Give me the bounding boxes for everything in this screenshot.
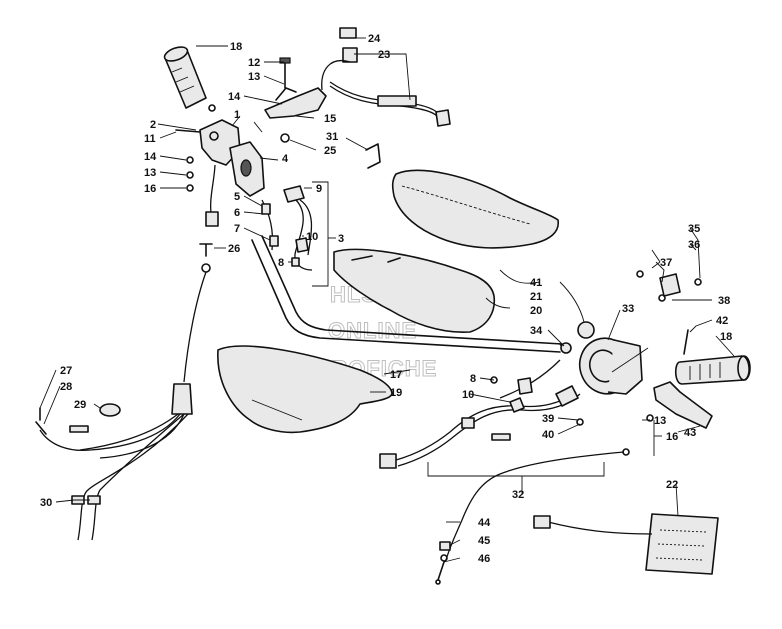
callout-16-right: 16 — [666, 431, 678, 443]
brackets — [253, 121, 661, 477]
callout-44: 44 — [478, 517, 491, 529]
callout-31: 31 — [326, 131, 338, 143]
switch-housing — [229, 141, 265, 197]
callout-20: 20 — [530, 305, 542, 317]
left-hardware — [175, 104, 381, 192]
left-control-housing — [199, 57, 327, 166]
callout-7: 7 — [234, 223, 240, 235]
callout-4: 4 — [282, 153, 289, 165]
heater-element — [533, 513, 719, 575]
callout-45: 45 — [478, 535, 490, 547]
callout-43: 43 — [684, 427, 696, 439]
callout-30: 30 — [40, 497, 52, 509]
callout-11: 11 — [144, 133, 156, 145]
callout-46: 46 — [478, 553, 490, 565]
callout-27: 27 — [60, 365, 72, 377]
callout-34: 34 — [530, 325, 543, 337]
callout-18-right-grip: 18 — [720, 331, 732, 343]
callout-8-right: 8 — [470, 373, 476, 385]
callout-39: 39 — [542, 413, 554, 425]
right-lever — [653, 381, 713, 429]
callout-10-right: 10 — [462, 389, 474, 401]
right-control-housing — [560, 321, 643, 395]
callout-8-left: 8 — [278, 257, 284, 269]
callout-36: 36 — [688, 239, 700, 251]
callout-25: 25 — [324, 145, 336, 157]
callout-16-left: 16 — [144, 183, 156, 195]
callout-26: 26 — [228, 243, 240, 255]
callout-3: 3 — [338, 233, 344, 245]
callout-38: 38 — [718, 295, 730, 307]
cable-end-parts — [435, 541, 451, 585]
callout-10-left: 10 — [306, 231, 318, 243]
callout-29: 29 — [74, 399, 86, 411]
callout-18-left-grip: 18 — [230, 41, 242, 53]
callout-13-left: 13 — [144, 167, 156, 179]
switch-harness — [205, 164, 313, 271]
callout-41: 41 — [530, 277, 542, 289]
right-hardware — [636, 270, 702, 422]
callout-37: 37 — [660, 257, 672, 269]
callout-32: 32 — [512, 489, 524, 501]
callout-42: 42 — [716, 315, 728, 327]
callout-2: 2 — [150, 119, 156, 131]
callout-17: 17 — [390, 369, 402, 381]
callout-13-right: 13 — [654, 415, 666, 427]
callout-33: 33 — [622, 303, 634, 315]
callout-19: 19 — [390, 387, 402, 399]
callout-15: 15 — [324, 113, 336, 125]
callout-13-upper: 13 — [248, 71, 260, 83]
callout-28: 28 — [60, 381, 72, 393]
callout-5: 5 — [234, 191, 240, 203]
callout-6: 6 — [234, 207, 240, 219]
callout-1: 1 — [234, 109, 240, 121]
brake-cable — [321, 27, 451, 127]
handlebar-pad-cover — [333, 248, 496, 333]
callout-14-upper: 14 — [228, 91, 241, 103]
callout-9: 9 — [316, 183, 322, 195]
callout-22: 22 — [666, 479, 678, 491]
leader-lines — [39, 37, 735, 563]
left-grip — [163, 46, 207, 109]
callout-24: 24 — [368, 33, 381, 45]
throttle-cable — [445, 448, 630, 561]
right-wiring — [379, 359, 584, 469]
callout-21: 21 — [530, 291, 542, 303]
callout-40: 40 — [542, 429, 554, 441]
callout-23: 23 — [378, 49, 390, 61]
callout-14-lower: 14 — [144, 151, 157, 163]
hand-guard-shield — [391, 169, 559, 249]
callout-numbers: 18 12 13 14 1 2 11 14 13 16 15 25 31 4 9… — [40, 33, 732, 565]
callout-35: 35 — [688, 223, 700, 235]
left-cable-assembly — [35, 243, 213, 541]
right-grip — [674, 355, 751, 385]
handlebar-pad-front — [217, 345, 393, 434]
callout-12: 12 — [248, 57, 260, 69]
